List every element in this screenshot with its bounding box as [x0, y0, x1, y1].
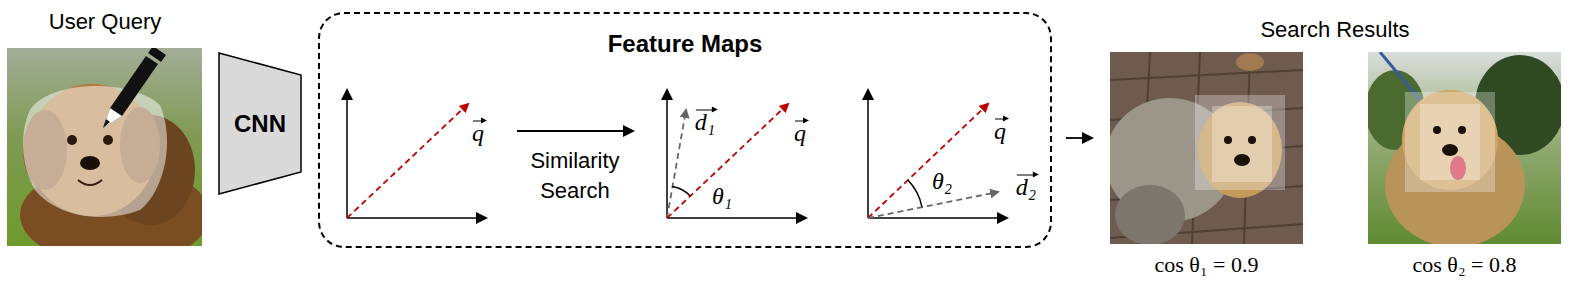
step-label: Similarity Search [519, 146, 631, 206]
block-label: CNN [234, 110, 286, 138]
query-photo [7, 48, 202, 246]
section-heading: Search Results [1260, 17, 1409, 43]
angle-label: θ₂ [932, 168, 952, 195]
result-photo [1368, 52, 1561, 244]
vector-label: d₂ [1016, 174, 1036, 201]
query-image: User Query [7, 6, 203, 246]
result-photo [1110, 52, 1303, 244]
vector-label: d₁ [695, 109, 715, 136]
caption: cos θ₂ = 0.8 [1413, 252, 1517, 278]
heading: User Query [49, 6, 161, 38]
vector-plot [868, 90, 1007, 218]
result-image: cos θ₂ = 0.8 [1368, 52, 1561, 278]
vector-plot [667, 90, 806, 218]
vector-label: q [794, 120, 806, 147]
vector-label: q [994, 118, 1006, 145]
result-image: cos θ₁ = 0.9 [1110, 52, 1303, 278]
vector-plot [347, 90, 486, 218]
caption: cos θ₁ = 0.9 [1155, 252, 1259, 278]
cnn-block: CNN [218, 52, 302, 195]
heading: Feature Maps [608, 30, 763, 58]
search-arrow [517, 130, 633, 132]
pencil-icon [103, 48, 166, 128]
flow-arrow [1066, 137, 1092, 139]
vector-label: q [472, 120, 484, 147]
angle-label: θ₁ [712, 183, 732, 210]
feature-maps-group: Feature Maps [318, 12, 1052, 248]
